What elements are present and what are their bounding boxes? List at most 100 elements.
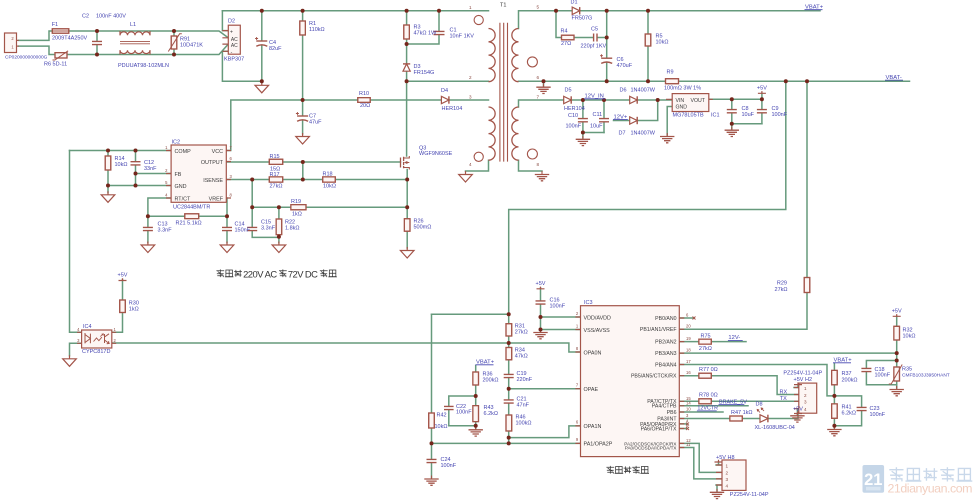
svg-text:PB6: PB6 <box>667 410 677 416</box>
svg-text:PA4/CTPB: PA4/CTPB <box>652 404 677 410</box>
svg-text:VBAT-: VBAT- <box>886 75 902 81</box>
svg-text:C10: C10 <box>568 113 578 119</box>
svg-text:470uF: 470uF <box>617 63 633 69</box>
svg-text:R22: R22 <box>285 220 295 226</box>
svg-text:CP020000000000G: CP020000000000G <box>5 55 48 61</box>
svg-text:R36: R36 <box>483 372 493 378</box>
svg-text:14: 14 <box>686 400 691 405</box>
svg-text:C22: C22 <box>456 404 466 410</box>
svg-text:IC4: IC4 <box>83 324 92 330</box>
svg-text:8: 8 <box>576 346 579 351</box>
svg-text:+5V H8: +5V H8 <box>716 455 735 461</box>
svg-text:4: 4 <box>686 418 689 423</box>
svg-text:1: 1 <box>114 327 117 332</box>
svg-text:100nF: 100nF <box>550 304 566 310</box>
svg-text:47kΩ: 47kΩ <box>515 354 528 360</box>
svg-text:27kΩ: 27kΩ <box>515 330 528 336</box>
svg-text:PB3/AN3: PB3/AN3 <box>655 351 676 357</box>
svg-text:D1: D1 <box>571 0 578 6</box>
svg-text:TX: TX <box>780 396 787 402</box>
svg-text:FR154G: FR154G <box>414 70 435 76</box>
svg-text:C21: C21 <box>517 397 527 403</box>
svg-text:ISENSE: ISENSE <box>203 178 223 184</box>
svg-text:4: 4 <box>804 407 807 412</box>
svg-text:7: 7 <box>576 383 579 388</box>
svg-text:FR507G: FR507G <box>572 16 593 22</box>
svg-text:100nF 400V: 100nF 400V <box>96 14 126 20</box>
svg-text:IC1: IC1 <box>711 112 720 118</box>
svg-text:4: 4 <box>469 162 472 167</box>
svg-text:8: 8 <box>230 193 233 198</box>
svg-text:R6 5D-11: R6 5D-11 <box>44 62 67 68</box>
svg-text:C2: C2 <box>82 14 89 20</box>
svg-text:6: 6 <box>686 313 689 318</box>
svg-text:33nF: 33nF <box>144 166 157 172</box>
svg-text:R35: R35 <box>902 367 912 373</box>
svg-text:10kΩ: 10kΩ <box>656 40 669 46</box>
svg-text:10kΩ: 10kΩ <box>323 183 336 189</box>
svg-text:VREF: VREF <box>209 197 224 203</box>
svg-text:R75: R75 <box>701 333 711 339</box>
svg-text:12: 12 <box>686 438 691 443</box>
svg-text:6: 6 <box>230 156 233 161</box>
svg-text:18: 18 <box>686 348 691 353</box>
svg-text:R31: R31 <box>515 324 525 330</box>
svg-text:R41: R41 <box>842 405 852 411</box>
svg-text:200kΩ: 200kΩ <box>842 378 858 384</box>
svg-text:VCC: VCC <box>212 149 223 155</box>
svg-text:1: 1 <box>469 5 472 10</box>
svg-text:R47 1kΩ: R47 1kΩ <box>731 410 753 416</box>
svg-text:VDD/AVDD: VDD/AVDD <box>584 315 612 321</box>
svg-text:1: 1 <box>165 145 168 150</box>
svg-text:2: 2 <box>576 311 579 316</box>
svg-text:+5V: +5V <box>793 407 803 413</box>
svg-text:C24: C24 <box>441 457 451 463</box>
svg-text:C23: C23 <box>870 406 880 412</box>
svg-text:R15: R15 <box>270 154 280 160</box>
svg-text:AC: AC <box>231 37 238 43</box>
svg-text:12V_IN: 12V_IN <box>585 94 604 100</box>
svg-text:PB5/AN5/CTCK/RX: PB5/AN5/CTCK/RX <box>631 374 677 380</box>
svg-text:2: 2 <box>804 393 807 398</box>
svg-text:R21 5.1kΩ: R21 5.1kΩ <box>176 221 202 227</box>
svg-text:PZ254V-11-04P: PZ254V-11-04P <box>730 492 769 498</box>
svg-text:MG78L05TB: MG78L05TB <box>673 112 705 118</box>
svg-text:100nF: 100nF <box>566 124 582 130</box>
svg-text:R29: R29 <box>777 281 787 287</box>
svg-text:C11: C11 <box>593 112 603 118</box>
svg-text:5: 5 <box>537 5 540 10</box>
svg-text:+5V: +5V <box>536 281 546 287</box>
svg-text:2: 2 <box>114 338 117 343</box>
svg-text:2: 2 <box>469 75 472 80</box>
svg-text:R43: R43 <box>484 405 494 411</box>
svg-text:1: 1 <box>804 386 807 391</box>
svg-text:R32: R32 <box>903 328 913 334</box>
svg-text:1kΩ: 1kΩ <box>129 307 139 313</box>
svg-text:27Ω: 27Ω <box>561 41 571 47</box>
svg-text:COMP: COMP <box>175 149 192 155</box>
svg-text:OUTPUT: OUTPUT <box>201 160 224 166</box>
svg-text:6.2kΩ: 6.2kΩ <box>842 411 857 417</box>
svg-text:C16: C16 <box>550 298 560 304</box>
svg-text:AC: AC <box>231 43 238 49</box>
svg-text:IC2: IC2 <box>172 140 181 146</box>
svg-text:R37: R37 <box>842 371 852 377</box>
svg-text:C8: C8 <box>742 106 749 112</box>
svg-text:C19: C19 <box>517 371 527 377</box>
svg-text:100mΩ 3W 1%: 100mΩ 3W 1% <box>664 86 701 92</box>
svg-text:12V-: 12V- <box>728 335 740 341</box>
svg-text:10nF 1KV: 10nF 1KV <box>450 34 475 40</box>
svg-text:4: 4 <box>77 327 80 332</box>
svg-text:1: 1 <box>576 323 579 328</box>
svg-text:R17: R17 <box>270 172 280 178</box>
svg-text:1: 1 <box>726 463 729 468</box>
svg-text:RX: RX <box>780 389 788 395</box>
svg-text:8: 8 <box>537 162 540 167</box>
svg-text:47kΩ 1W: 47kΩ 1W <box>414 31 438 37</box>
svg-text:VBAT+: VBAT+ <box>805 5 824 11</box>
svg-text:3.3nF: 3.3nF <box>158 228 173 234</box>
svg-text:10uF: 10uF <box>742 112 755 118</box>
svg-text:HER104: HER104 <box>442 106 463 112</box>
svg-text:R1: R1 <box>309 21 316 27</box>
svg-text:2009T4A250V: 2009T4A250V <box>52 36 87 42</box>
